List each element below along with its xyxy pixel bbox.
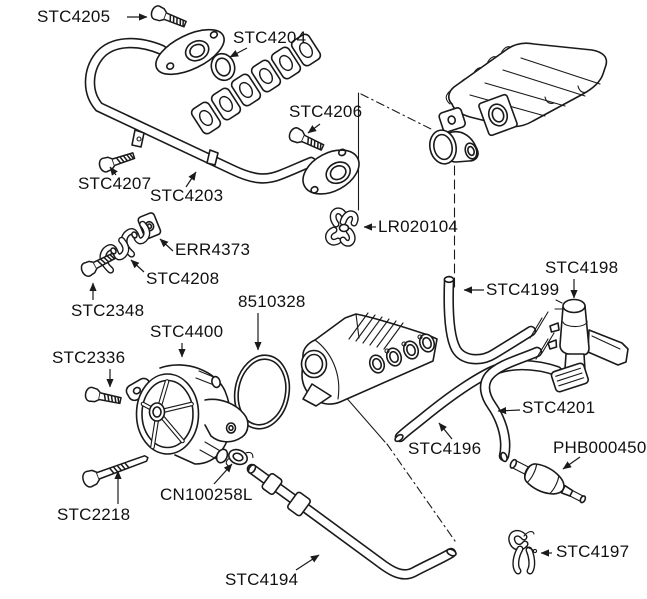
stc4205-bolt-drawing xyxy=(148,3,189,32)
part-label-stc4199: STC4199 xyxy=(486,280,560,299)
stc2218-bolt-drawing xyxy=(80,449,152,490)
part-label-stc4207: STC4207 xyxy=(78,174,152,193)
cn100258l-leader xyxy=(213,463,233,485)
part-label-stc4194: STC4194 xyxy=(225,570,299,589)
stc4206-bolt-drawing xyxy=(286,125,327,155)
stc4400-pump-drawing xyxy=(125,364,249,465)
stc2348-bolt-drawing xyxy=(78,248,118,279)
label-leader-lines xyxy=(89,13,581,571)
stc4207-bolt-drawing xyxy=(97,148,137,175)
stc4201-leader xyxy=(497,406,521,415)
part-label-stc4203: STC4203 xyxy=(150,186,224,205)
err4373-leader xyxy=(159,238,174,252)
stc4204-seal-drawing xyxy=(210,52,236,82)
stc4208-leader xyxy=(130,259,145,273)
part-label-phb000450: PHB000450 xyxy=(553,438,647,457)
part-label-stc4196: STC4196 xyxy=(408,439,482,458)
stc4194-leader xyxy=(295,554,320,571)
lr020104-clip-drawing xyxy=(325,207,359,247)
engine-block-drawing xyxy=(300,312,438,407)
stc4206-leader xyxy=(307,123,321,134)
part-label-stc2348: STC2348 xyxy=(71,301,145,320)
part-label-stc4208: STC4208 xyxy=(146,269,220,288)
part-label-stc4205: STC4205 xyxy=(37,7,111,26)
stc4203-leader xyxy=(185,171,197,188)
part-label-stc4400: STC4400 xyxy=(150,322,224,341)
stc4203-pipe-drawing xyxy=(84,28,360,195)
8510328-oring-drawing xyxy=(233,354,291,430)
stc4196-leader xyxy=(438,422,453,440)
stc4201-hose-drawing xyxy=(479,332,555,463)
part-label-cn100258l: CN100258L xyxy=(160,485,253,504)
part-label-stc4197: STC4197 xyxy=(556,542,630,561)
stc4198-valve-drawing xyxy=(547,298,629,393)
part-label-stc4206: STC4206 xyxy=(289,102,363,121)
phb000450-leader xyxy=(562,456,581,470)
stc4196-hose-drawing xyxy=(394,359,563,443)
stc4207-leader xyxy=(109,166,118,176)
stc4199-hose-drawing xyxy=(443,275,549,365)
stc4204-leader xyxy=(229,47,248,58)
phb000450-filter-drawing xyxy=(509,458,587,504)
part-label-stc4204: STC4204 xyxy=(233,28,307,47)
part-label-8510328: 8510328 xyxy=(238,292,306,311)
stc4208-clamps-drawing xyxy=(99,212,162,274)
part-label-stc2336: STC2336 xyxy=(52,348,126,367)
part-label-stc4198: STC4198 xyxy=(545,258,619,277)
intake-manifold-drawing xyxy=(445,42,608,137)
manifold-valve-drawing xyxy=(429,107,479,165)
part-label-stc4201: STC4201 xyxy=(522,398,596,417)
assembly-reference-lines xyxy=(322,92,456,542)
stc2336-bolt-drawing xyxy=(83,385,123,409)
stc4194-hose-drawing xyxy=(246,463,457,580)
part-label-lr020104: LR020104 xyxy=(378,217,459,236)
part-label-err4373: ERR4373 xyxy=(175,240,251,259)
stc4197-clip-drawing xyxy=(508,529,538,575)
part-label-stc2218: STC2218 xyxy=(57,505,131,524)
